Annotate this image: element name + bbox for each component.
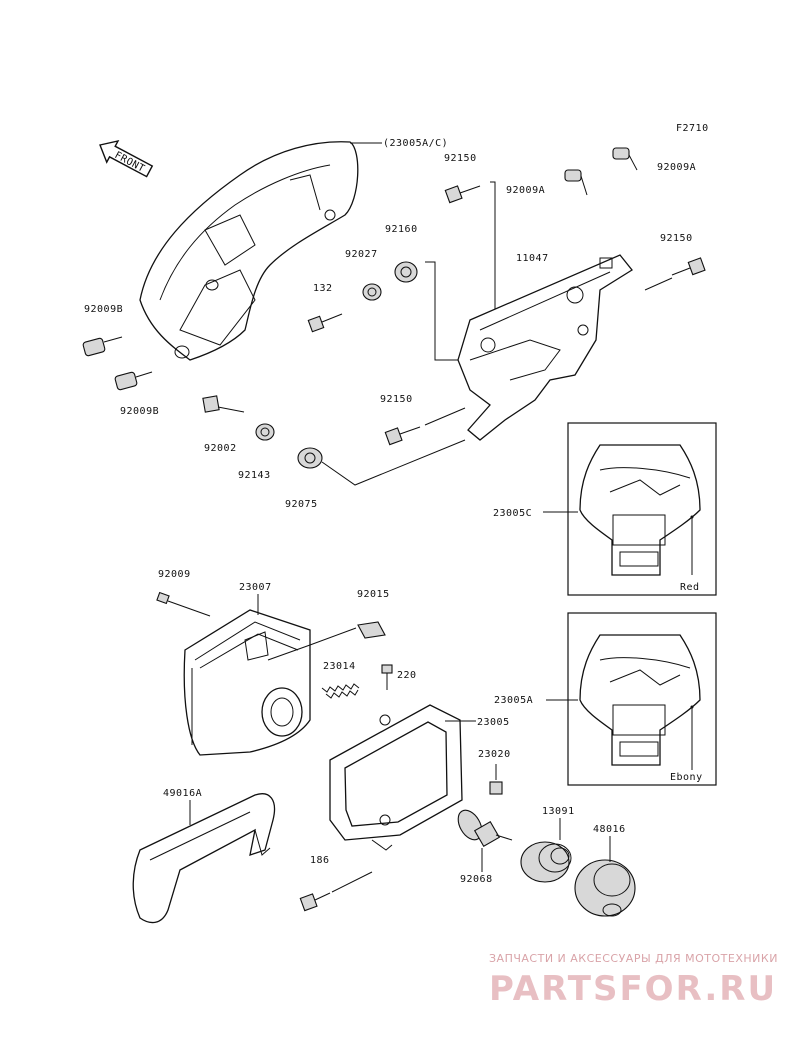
- variant-label-ebony: Ebony: [670, 772, 703, 783]
- bolt-92009b-lower-icon: [114, 371, 153, 391]
- bolt-92009b-upper-icon: [82, 336, 123, 357]
- label-92009b-lower: 92009B: [120, 406, 159, 417]
- rim-23005-part: [329, 704, 463, 851]
- part-23020-icon: [489, 781, 503, 795]
- screw-92009-icon: [156, 591, 211, 617]
- label-49016a: 49016A: [163, 788, 202, 799]
- bolt-92150-right-icon: [671, 257, 706, 276]
- figure-code: F2710: [676, 123, 709, 134]
- bulb-92068-icon: [457, 809, 513, 848]
- clip-92015-icon: [357, 621, 386, 639]
- bolt-132-icon: [307, 313, 343, 333]
- collar-92027-icon: [362, 283, 382, 301]
- boot-13091-icon: [520, 841, 572, 883]
- leader-92015: [267, 627, 357, 661]
- screw-92009a-mid-icon: [564, 169, 588, 196]
- bracket-11047-part: [457, 254, 633, 441]
- watermark-logo: PARTSFOR.RU: [489, 969, 777, 1009]
- label-92150-top: 92150: [444, 153, 477, 164]
- grommet-92075-icon: [297, 447, 323, 469]
- leader-92075: [321, 439, 466, 486]
- label-23005c: 23005C: [493, 508, 532, 519]
- variant-box-ebony: Ebony: [567, 612, 717, 786]
- watermark-caption: ЗАПЧАСТИ И АКСЕССУАРЫ ДЛЯ МОТОТЕХНИКИ: [489, 952, 778, 965]
- headlight-unit-23007-part: [183, 609, 311, 756]
- spring-23014-icon: [321, 683, 360, 699]
- cap-48016-icon: [574, 859, 636, 917]
- label-13091: 13091: [542, 806, 575, 817]
- cover-49016a-part: [132, 793, 276, 924]
- label-92009b-upper: 92009B: [84, 304, 123, 315]
- label-23014: 23014: [323, 661, 356, 672]
- bolt-92002-icon: [202, 395, 245, 413]
- variant-box-red: Red: [567, 422, 717, 596]
- label-23005: 23005: [477, 717, 510, 728]
- leader-92160: [425, 261, 460, 361]
- label-92160: 92160: [385, 224, 418, 235]
- front-arrow-icon: FRONT: [99, 139, 154, 178]
- leader-92150-right: [644, 277, 673, 291]
- label-23005ac: (23005A/C): [383, 138, 448, 149]
- label-220: 220: [397, 670, 417, 681]
- label-48016: 48016: [593, 824, 626, 835]
- label-23005a: 23005A: [494, 695, 533, 706]
- label-92075: 92075: [285, 499, 318, 510]
- variant-label-red: Red: [680, 582, 700, 593]
- screw-220-icon: [381, 664, 393, 690]
- leader-186: [331, 871, 373, 893]
- label-11047: 11047: [516, 253, 549, 264]
- label-92150-lower: 92150: [380, 394, 413, 405]
- label-92002: 92002: [204, 443, 237, 454]
- label-23007: 23007: [239, 582, 272, 593]
- label-92009a-top: 92009A: [657, 162, 696, 173]
- screw-92009a-top-icon: [612, 147, 638, 171]
- bolt-92150-lower-icon: [384, 426, 421, 446]
- label-186: 186: [310, 855, 330, 866]
- bolt-92150-top-icon: [444, 185, 481, 204]
- label-92143: 92143: [238, 470, 271, 481]
- headlight-cowl-part: [139, 141, 359, 361]
- label-132: 132: [313, 283, 333, 294]
- bolt-186-icon: [299, 892, 331, 912]
- label-92015: 92015: [357, 589, 390, 600]
- leader-92150-top: [490, 181, 496, 310]
- label-92009a-mid: 92009A: [506, 185, 545, 196]
- label-92150-right: 92150: [660, 233, 693, 244]
- label-92027: 92027: [345, 249, 378, 260]
- leader-92150-lower: [424, 407, 466, 426]
- label-92068: 92068: [460, 874, 493, 885]
- label-23020: 23020: [478, 749, 511, 760]
- collar-92143-icon: [255, 423, 275, 441]
- label-92009: 92009: [158, 569, 191, 580]
- grommet-92160-icon: [394, 261, 418, 283]
